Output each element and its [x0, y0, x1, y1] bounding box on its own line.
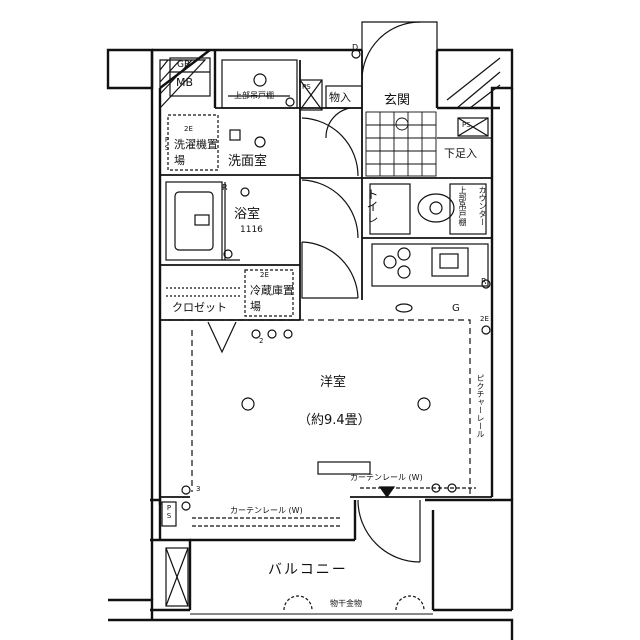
shaft-hatch-top-right [446, 57, 501, 109]
storage-label: 物入 [329, 91, 351, 104]
closet [166, 287, 242, 297]
curtain-rail-right-label: カーテンレール (W) [350, 473, 423, 482]
ps-left-label: PS [163, 136, 171, 152]
upper-storage-top-label: 上部吊戸棚 [234, 91, 274, 100]
hallway-doors [301, 117, 359, 299]
bathroom-label: 浴室 [234, 207, 261, 222]
counter-label: カウンター [478, 186, 487, 226]
fridge-place [244, 269, 294, 317]
upper-cabinet-right-label: 上部吊戸棚 [458, 186, 467, 226]
closet-door [207, 321, 237, 354]
air-conditioner-marker [378, 486, 396, 499]
picture-rail [168, 319, 471, 498]
washer-place-label: 洗濯機置場 [174, 138, 218, 167]
curtain-rail [192, 487, 476, 527]
entrance-floor [365, 111, 437, 177]
fridge-2e-label: 2E [260, 271, 269, 279]
bathroom [165, 181, 250, 261]
room-lights [241, 397, 431, 411]
laundry-hanger-label: 物干金物 [330, 599, 362, 608]
washroom-label: 洗面室 [228, 154, 268, 169]
ps-shaft-right [437, 117, 492, 139]
entrance-label: 玄関 [384, 93, 411, 108]
mark-d-label: D [352, 43, 359, 52]
outlet-3-label: 3 [196, 485, 201, 493]
kitchen [371, 243, 489, 313]
ps-top-label: PS [302, 83, 311, 91]
closet-label: クロゼット [172, 301, 227, 314]
mb-box [169, 57, 211, 97]
mark-r-kitchen-label: R [481, 277, 487, 286]
outlets [181, 49, 491, 511]
fridge-place-label: 冷蔵庫置場 [250, 284, 294, 313]
shoe-storage-label: 下足入 [444, 147, 477, 160]
ps-right-label: PS [462, 121, 471, 129]
toilet-label: トイレ [365, 188, 379, 224]
tv-board [317, 461, 371, 475]
bath-size-label: 1116 [240, 225, 263, 235]
balcony-door [357, 499, 421, 563]
gb-label: GB [177, 60, 191, 70]
kitchen-2e-label: 2E [480, 315, 489, 323]
ps-shaft-bottom [161, 501, 177, 527]
outlet-2-label: 2 [259, 337, 264, 345]
balcony-items [165, 547, 425, 611]
shaft-hatch-top-left [159, 59, 207, 110]
curtain-rail-left-label: カーテンレール (W) [230, 506, 303, 515]
toilet [369, 183, 487, 235]
washroom-vanity [221, 59, 298, 148]
mark-r-bath-label: R [222, 183, 228, 192]
washer-2e-label: 2E [184, 125, 193, 133]
ps-bottom-label: PS [165, 504, 173, 520]
gas-label: G [452, 303, 460, 314]
balcony-label: バルコニー [268, 562, 348, 578]
interior-walls [160, 50, 492, 498]
mb-label: MB [176, 76, 194, 89]
entrance-door [361, 21, 438, 81]
room-size-label: （約9.4畳） [298, 413, 371, 428]
ps-shaft-top [299, 79, 323, 111]
storage-closet [325, 85, 363, 139]
outer-walls [106, 48, 514, 640]
picture-rail-label: ピクチャーレール [476, 374, 485, 438]
washer-place [167, 114, 219, 171]
western-room-label: 洋室 [320, 375, 347, 390]
